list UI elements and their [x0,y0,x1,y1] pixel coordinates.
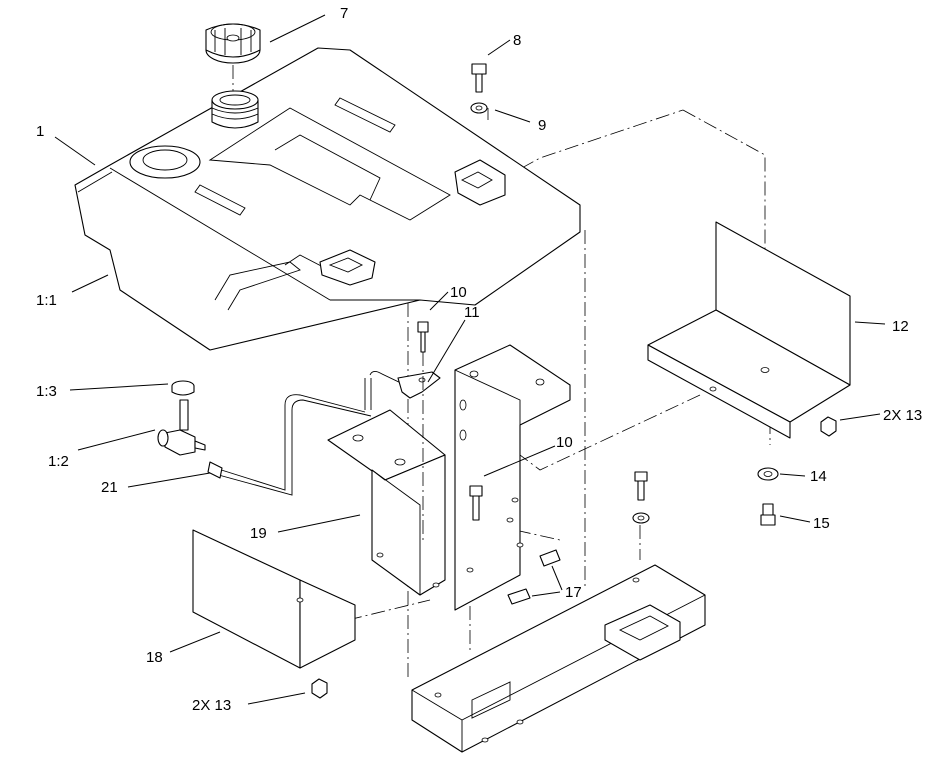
callout-10-upper: 10 [450,284,467,301]
fuel-line [207,370,406,496]
washer-9 [470,102,488,114]
tank-vent-cap [171,380,195,396]
callout-18: 18 [146,649,163,666]
callout-12: 12 [892,318,909,335]
nut-13-right [820,416,837,437]
screw-17-lower [507,588,531,605]
callout-8: 8 [513,32,521,49]
callout-10-lower: 10 [556,434,573,451]
right-shield [647,221,851,439]
bolt-15 [760,503,776,526]
callout-13-right: 2X 13 [883,407,922,424]
bolt-10-upper [417,321,429,540]
callout-11: 11 [464,304,480,321]
fuel-cap [205,23,261,95]
callout-15: 15 [813,515,830,532]
callout-1-1: 1:1 [36,292,57,309]
callout-9: 9 [538,117,546,134]
lock-washer-14 [757,467,779,481]
leader-lines [54,14,886,705]
frame-bracket [454,344,571,611]
callout-14: 14 [810,468,827,485]
base-rail [411,564,706,753]
tank-support [327,409,446,596]
nut-13-left [311,678,328,699]
callout-1-2: 1:2 [48,453,69,470]
callout-1-3: 1:3 [36,383,57,400]
callout-1: 1 [36,123,44,140]
screw-17-upper [539,549,561,567]
callout-7: 7 [340,5,348,22]
callout-17: 17 [565,584,582,601]
shutoff-valve [157,399,206,456]
fuel-tank [74,47,581,351]
bolt-8 [471,63,487,93]
filler-neck [211,90,259,129]
bolt-10-lower [469,485,483,521]
callout-13-left: 2X 13 [192,697,231,714]
left-shield [192,529,356,669]
hose-clamp [397,371,441,399]
callout-19: 19 [250,525,267,542]
bolt-mount [632,471,650,524]
callout-labels: 1 1:1 1:3 1:2 7 8 9 10 11 12 2X 13 10 14… [36,5,922,714]
callout-21: 21 [101,479,118,496]
